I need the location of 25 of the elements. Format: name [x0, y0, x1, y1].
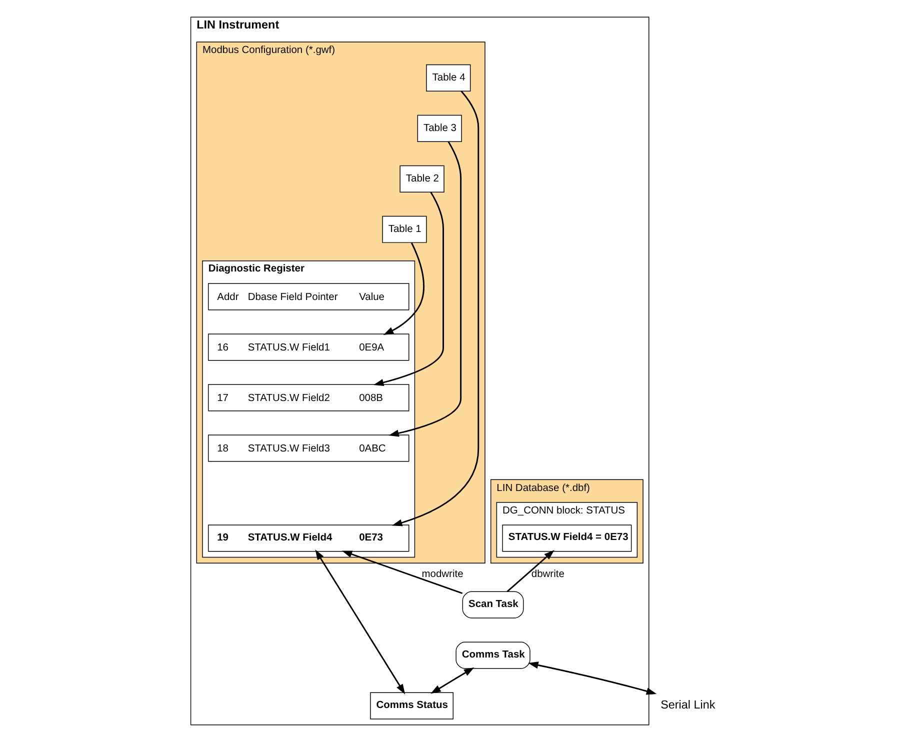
arrow: [382, 242, 424, 335]
arrow: [372, 192, 444, 386]
node-box: 18 STATUS.W Field3 0ABC: [207, 434, 409, 462]
arrow: [388, 141, 462, 437]
edge-label: dbwrite: [530, 569, 564, 580]
node-box: Comms Task: [455, 642, 530, 669]
node-box: Table 3: [416, 114, 462, 142]
node-box: Addr Dbase Field Pointer Value: [207, 283, 409, 310]
arrow: [314, 550, 405, 694]
arrow: [528, 662, 656, 695]
node-box: Scan Task: [462, 591, 524, 618]
node-box: 16 STATUS.W Field1 0E9A: [207, 334, 409, 361]
node-box: Table 4: [426, 64, 470, 92]
node-box: Table 1: [382, 216, 426, 243]
arrow: [430, 667, 474, 694]
arrow: [391, 90, 479, 526]
arrow: [341, 550, 462, 594]
edge-label: modwrite: [421, 569, 463, 580]
node-box: Table 2: [399, 165, 444, 192]
node-box: Comms Status: [370, 692, 453, 720]
node-box: STATUS.W Field4 = 0E73: [502, 524, 632, 552]
node-box: 19 STATUS.W Field4 0E73: [207, 524, 409, 552]
node-box: 17 STATUS.W Field2 008B: [207, 384, 409, 412]
node-text: Serial Link: [660, 698, 715, 712]
arrow: [506, 550, 554, 592]
